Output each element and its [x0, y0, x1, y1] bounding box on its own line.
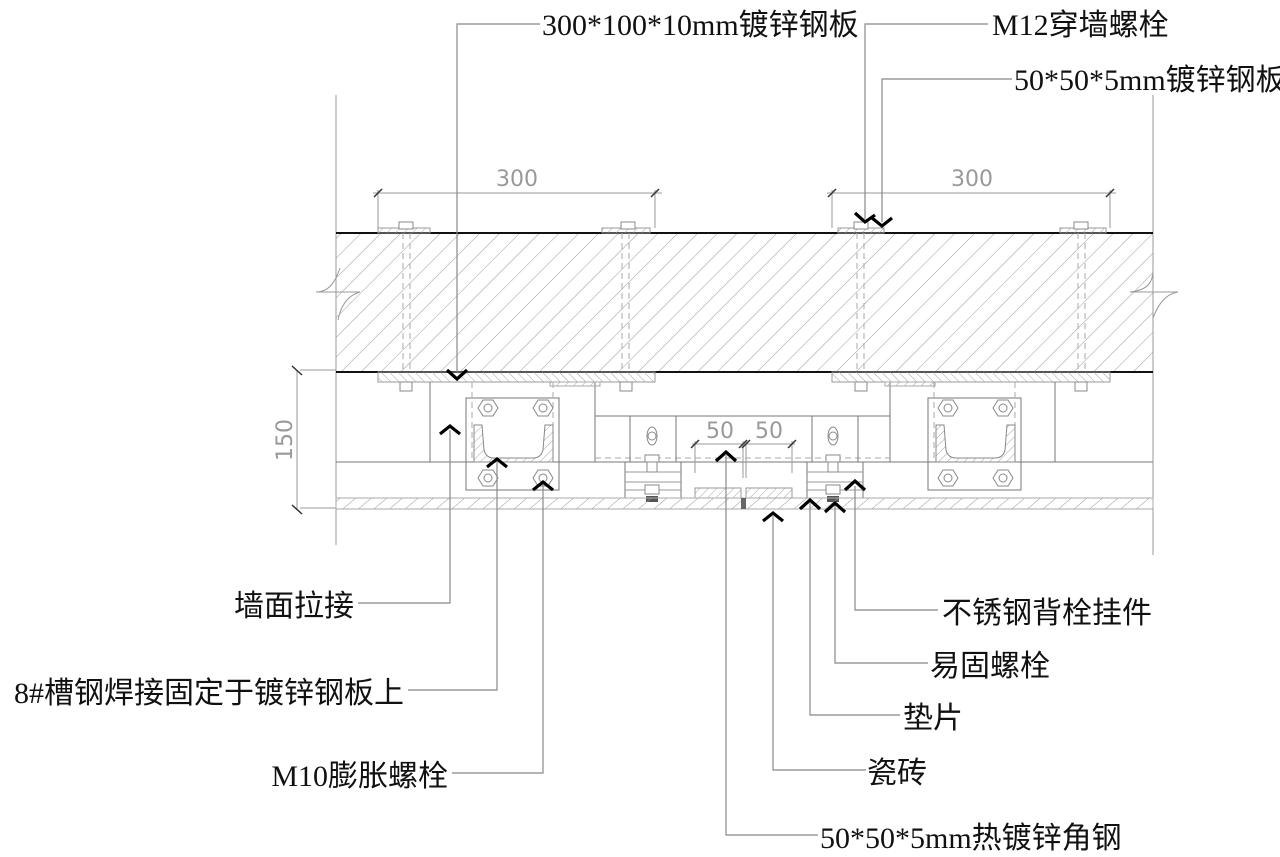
label-steel-plate: 300*100*10mm镀锌钢板: [542, 9, 859, 42]
leader-expansion-bolt: [452, 479, 554, 774]
leader-easy-bolt: [823, 500, 928, 664]
leader-back-bolt-hanger: [843, 478, 938, 611]
hex-bolt-icon: [477, 399, 554, 487]
label-small-plate: 50*50*5mm镀锌钢板: [1014, 64, 1280, 97]
leader-steel-plate: [445, 23, 540, 382]
label-channel-steel: 8#槽钢焊接固定于镀锌钢板上: [14, 677, 404, 710]
dimension-text: 300: [496, 167, 538, 192]
tile-layer: [335, 497, 1154, 510]
leader-tile: [762, 510, 866, 771]
dimension-depth-150: 150: [273, 365, 303, 515]
leader-wall-tie: [358, 423, 461, 604]
dimension-left-300: 300: [373, 167, 662, 228]
framing-lines: [336, 381, 1153, 463]
dimension-text: 150: [273, 419, 298, 461]
dimension-50-50: 50 50: [690, 419, 797, 478]
channel-steel-right: [927, 382, 1022, 491]
leader-wall-bolt: [853, 23, 988, 225]
gasket-blocks: [694, 487, 793, 499]
top-labels: 300*100*10mm镀锌钢板 M12穿墙螺栓 50*50*5mm镀锌钢板: [542, 9, 1280, 97]
label-tile: 瓷砖: [867, 757, 927, 790]
label-wall-tie: 墙面拉接: [234, 590, 354, 623]
left-labels: 墙面拉接 8#槽钢焊接固定于镀锌钢板上 M10膨胀螺栓: [14, 590, 448, 793]
channel-steel-left: [465, 382, 560, 491]
leader-angle-steel: [714, 449, 818, 836]
right-labels: 不锈钢背栓挂件 易固螺栓 垫片 瓷砖 50*50*5mm热镀锌角钢: [820, 597, 1152, 855]
label-easy-bolt: 易固螺栓: [930, 650, 1050, 683]
nut-icon: [399, 381, 1088, 392]
bottom-plates: [377, 371, 1111, 392]
nut-icon: [398, 221, 1089, 230]
dimension-text: 50: [755, 419, 783, 444]
label-expansion-bolt: M10膨胀螺栓: [271, 760, 448, 793]
top-plates: [377, 221, 1107, 372]
label-gasket: 垫片: [903, 702, 963, 735]
label-angle-steel: 50*50*5mm热镀锌角钢: [820, 822, 1122, 855]
concrete-wall: [315, 232, 1179, 373]
label-wall-bolt: M12穿墙螺栓: [992, 9, 1169, 42]
dimension-text: 50: [706, 419, 734, 444]
leader-gasket: [798, 497, 900, 716]
label-back-bolt-hanger: 不锈钢背栓挂件: [942, 597, 1152, 630]
dimension-right-300: 300: [827, 167, 1116, 228]
hex-bolt-icon: [937, 399, 1014, 487]
hanger-left: [624, 415, 682, 502]
leader-small-plate: [871, 78, 1012, 229]
leader-channel-steel: [408, 456, 508, 691]
dimension-text: 300: [951, 167, 993, 192]
